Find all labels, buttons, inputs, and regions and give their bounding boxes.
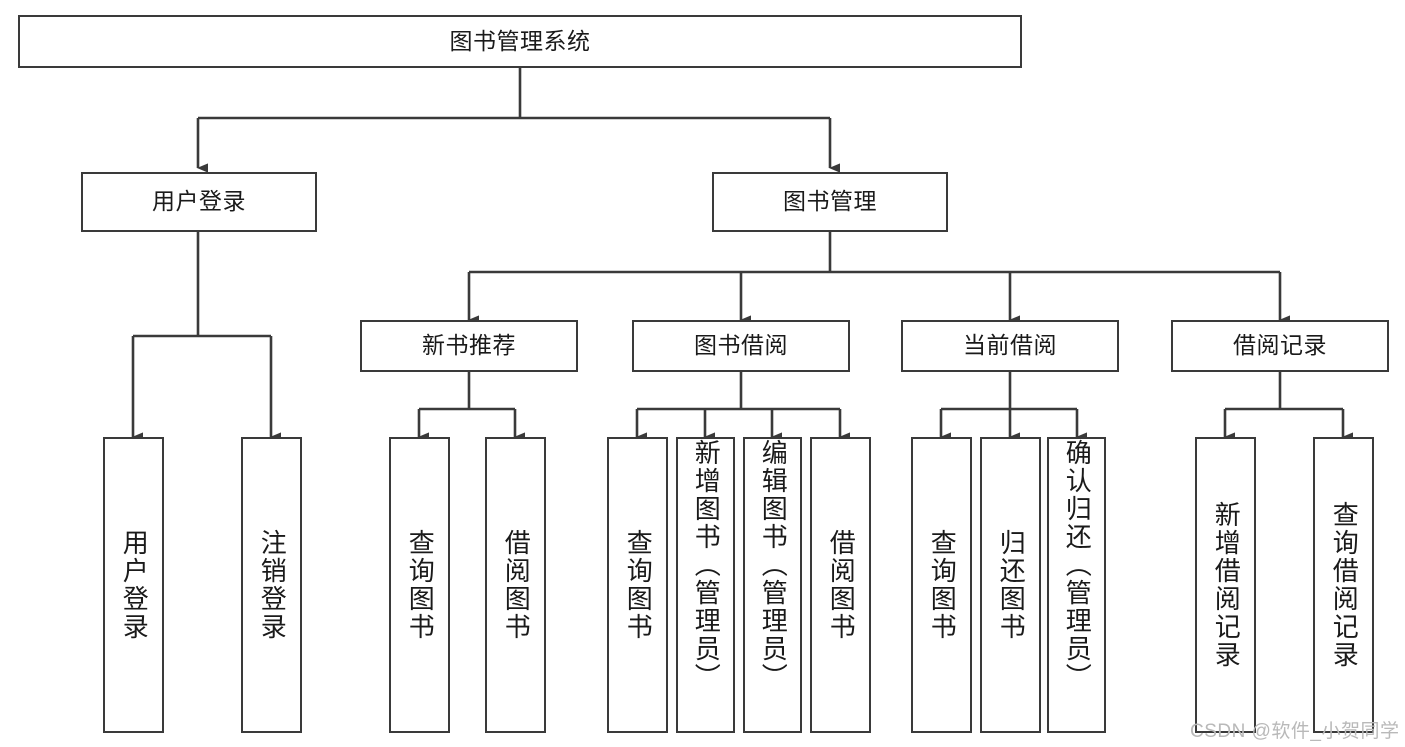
node-new-book-recommend[interactable]: 新书推荐 bbox=[360, 320, 578, 372]
leaf-current-query-book[interactable]: 查询图书 bbox=[911, 437, 972, 733]
node-label: 图书借阅 bbox=[694, 332, 788, 359]
node-label: 当前借阅 bbox=[963, 332, 1057, 359]
leaf-record-query-borrow-record[interactable]: 查询借阅记录 bbox=[1313, 437, 1374, 733]
node-book-borrow[interactable]: 图书借阅 bbox=[632, 320, 850, 372]
node-label: 新增图书（管理员） bbox=[691, 439, 722, 691]
node-label: 新增借阅记录 bbox=[1211, 501, 1242, 669]
leaf-new-book-borrow-book[interactable]: 借阅图书 bbox=[485, 437, 546, 733]
node-borrow-record[interactable]: 借阅记录 bbox=[1171, 320, 1389, 372]
node-label: 归还图书 bbox=[996, 529, 1027, 641]
node-root-book-management-system[interactable]: 图书管理系统 bbox=[18, 15, 1022, 68]
leaf-borrow-borrow-book[interactable]: 借阅图书 bbox=[810, 437, 871, 733]
node-book-management[interactable]: 图书管理 bbox=[712, 172, 948, 232]
node-label: 借阅图书 bbox=[501, 529, 532, 641]
leaf-user-login-logout[interactable]: 注销登录 bbox=[241, 437, 302, 733]
csdn-watermark: CSDN @软件_小贺同学 bbox=[1190, 721, 1400, 742]
leaf-borrow-edit-book-admin[interactable]: 编辑图书（管理员） bbox=[743, 437, 802, 733]
node-label: 借阅记录 bbox=[1233, 332, 1327, 359]
node-label: 编辑图书（管理员） bbox=[758, 439, 789, 691]
node-label: 用户登录 bbox=[152, 188, 246, 215]
leaf-new-book-query-book[interactable]: 查询图书 bbox=[389, 437, 450, 733]
node-label: 确认归还（管理员） bbox=[1062, 439, 1093, 691]
node-current-borrow[interactable]: 当前借阅 bbox=[901, 320, 1119, 372]
node-label: 查询图书 bbox=[623, 529, 654, 641]
leaf-current-confirm-return-admin[interactable]: 确认归还（管理员） bbox=[1047, 437, 1106, 733]
node-label: 图书管理 bbox=[783, 188, 877, 215]
node-user-login[interactable]: 用户登录 bbox=[81, 172, 317, 232]
node-label: 注销登录 bbox=[257, 529, 288, 641]
node-label: 图书管理系统 bbox=[449, 27, 591, 54]
node-label: 查询图书 bbox=[927, 529, 958, 641]
node-label: 查询图书 bbox=[405, 529, 436, 641]
node-label: 查询借阅记录 bbox=[1329, 501, 1360, 669]
leaf-borrow-query-book[interactable]: 查询图书 bbox=[607, 437, 668, 733]
leaf-record-add-borrow-record[interactable]: 新增借阅记录 bbox=[1195, 437, 1256, 733]
leaf-user-login-login[interactable]: 用户登录 bbox=[103, 437, 164, 733]
node-label: 借阅图书 bbox=[826, 529, 857, 641]
leaf-borrow-add-book-admin[interactable]: 新增图书（管理员） bbox=[676, 437, 735, 733]
node-label: 用户登录 bbox=[119, 529, 150, 641]
node-label: 新书推荐 bbox=[422, 332, 516, 359]
leaf-current-return-book[interactable]: 归还图书 bbox=[980, 437, 1041, 733]
